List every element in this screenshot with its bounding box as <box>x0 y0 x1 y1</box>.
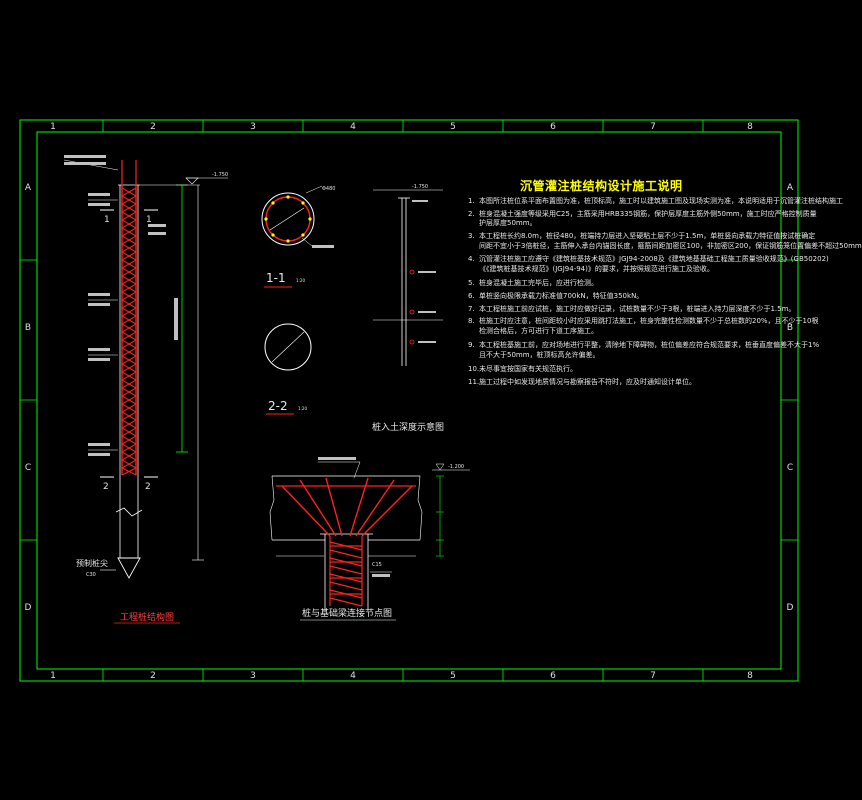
note-item: 1. 本图所注桩位系平面布置图为准，桩顶标高，施工时以建筑施工图及现场实测为准，本… <box>468 196 843 206</box>
row-label: B <box>25 323 31 333</box>
node-detail-caption: 桩与基础梁连接节点图 <box>302 607 392 619</box>
soil-diagram-caption: 桩入土深度示意图 <box>372 421 444 433</box>
row-label: A <box>787 183 794 193</box>
outer-frame <box>19 119 799 682</box>
pile-tip-concrete: C30 <box>86 572 96 578</box>
note-item: 2. 桩身混凝土强度等级采用C25，主筋采用HRB335钢筋，保护层厚度主筋外侧5… <box>468 209 817 219</box>
col-label: 4 <box>350 671 356 681</box>
section-1-scale: 1:20 <box>296 278 305 283</box>
section-mark-1-right: 1 <box>146 215 152 225</box>
note-item: 3. 本工程桩长约8.0m，桩径480，桩端持力层进入坚硬粘土层不少于1.5m，单… <box>468 231 815 241</box>
note-number: 8. <box>468 317 475 325</box>
note-number: 6. <box>468 292 475 300</box>
note-number: 9. <box>468 341 475 349</box>
note-text: 本工程桩施工前应试桩，施工时应做好记录，试桩数量不少于3根，桩端进入持力层深度不… <box>479 305 796 313</box>
section-1-1-drawing: Φ480 1-1 1:20 <box>261 185 335 288</box>
row-label: A <box>25 183 32 193</box>
note-item: 6. 单桩竖向极限承载力标准值700kN，特征值350kN。 <box>468 291 778 301</box>
note-item: 5. 桩身混凝土施工完毕后，应进行检测。 <box>468 278 778 288</box>
note-text: 间距不宜小于3倍桩径，主筋伸入承台内锚固长度，箍筋间距加密区100，非加密区20… <box>479 242 862 250</box>
drawing-sheet: 1 2 3 4 5 6 7 8 1 2 3 4 5 6 7 8 A B C D … <box>19 119 799 682</box>
note-text: 本图所注桩位系平面布置图为准，桩顶标高，施工时以建筑施工图及现场实测为准，本说明… <box>479 197 843 205</box>
note-text: 桩身混凝土强度等级采用C25，主筋采用HRB335钢筋，保护层厚度主筋外侧50m… <box>479 210 817 218</box>
col-label: 6 <box>550 671 556 681</box>
note-number: 4. <box>468 255 475 263</box>
row-grid <box>20 259 798 541</box>
col-label: 5 <box>450 122 456 132</box>
col-label: 2 <box>150 122 156 132</box>
spiral-hoop <box>120 187 138 476</box>
note-number: 3. <box>468 232 475 240</box>
col-label: 8 <box>747 671 753 681</box>
inner-frame <box>36 131 782 670</box>
col-label: 1 <box>50 122 56 132</box>
note-text: 沉管灌注桩施工应遵守《建筑桩基技术规范》JGJ94-2008及《建筑地基基础工程… <box>479 255 829 263</box>
section-1-label: 1-1 <box>266 271 286 285</box>
note-item: 9. 本工程桩基施工前，应对场地进行平整，清除地下障碍物，桩位偏差应符合规范要求，… <box>468 340 819 350</box>
note-text: 本工程桩长约8.0m，桩径480，桩端持力层进入坚硬粘土层不少于1.5m，单桩竖… <box>479 232 816 240</box>
note-number: 10. <box>468 365 480 373</box>
pile-tip-icon <box>117 557 141 579</box>
note-item: 10.未尽事宜按国家有关规范执行。 <box>468 364 778 374</box>
note-item: 《《建筑桩基技术规范》(JGJ94-94)》的要求，并按照规范进行施工及验收。 <box>468 264 778 274</box>
row-label: D <box>787 603 794 613</box>
note-text: 施工过程中如发现地质情况与勘察报告不符时，应及时通知设计单位。 <box>479 378 696 386</box>
note-text: 《《建筑桩基技术规范》(JGJ94-94)》的要求，并按照规范进行施工及验收。 <box>479 265 714 273</box>
note-text: 未尽事宜按国家有关规范执行。 <box>479 365 577 373</box>
pile-top-elevation: -1.750 <box>212 172 228 178</box>
col-label: 6 <box>550 122 556 132</box>
note-text: 护层厚度50mm。 <box>479 219 537 227</box>
note-number: 11. <box>468 378 480 386</box>
col-label: 2 <box>150 671 156 681</box>
col-label: 7 <box>650 122 656 132</box>
col-label: 3 <box>250 671 256 681</box>
note-item: 4. 沉管灌注桩施工应遵守《建筑桩基技术规范》JGJ94-2008及《建筑地基基础… <box>468 254 829 264</box>
column-grid <box>102 120 704 681</box>
soil-top-elevation: -1.750 <box>412 184 428 190</box>
col-label: 7 <box>650 671 656 681</box>
note-item: 7. 本工程桩施工前应试桩，施工时应做好记录，试桩数量不少于3根，桩端进入持力层深… <box>468 304 795 314</box>
row-label: B <box>787 323 793 333</box>
pile-tip-label: 预制桩尖 <box>76 558 108 568</box>
note-text: 且不大于50mm，桩顶标高允许偏差。 <box>479 351 600 359</box>
row-label: C <box>787 463 793 473</box>
note-number: 1. <box>468 197 475 205</box>
note-item: 8. 桩施工时应注意，桩间距较小时应采用跳打法施工，桩身完整性检测数量不少于总桩数… <box>468 316 818 326</box>
pile-structure-caption: 工程桩结构图 <box>120 611 174 623</box>
note-item: 检测合格后，方可进行下道工序施工。 <box>468 326 778 336</box>
col-label: 3 <box>250 122 256 132</box>
section-mark-2-left: 2 <box>103 482 109 492</box>
col-label: 8 <box>747 122 753 132</box>
node-elevation: -1.200 <box>448 464 464 470</box>
section-mark-1-left: 1 <box>104 215 110 225</box>
section-2-scale: 1:20 <box>298 406 307 411</box>
note-text: 桩身混凝土施工完毕后，应进行检测。 <box>479 279 598 287</box>
note-item: 且不大于50mm，桩顶标高允许偏差。 <box>468 350 778 360</box>
note-text: 单桩竖向极限承载力标准值700kN，特征值350kN。 <box>479 292 644 300</box>
note-item: 间距不宜小于3倍桩径，主筋伸入承台内锚固长度，箍筋间距加密区100，非加密区20… <box>468 241 862 251</box>
note-number: 5. <box>468 279 475 287</box>
row-label: C <box>25 463 31 473</box>
note-text: 检测合格后，方可进行下道工序施工。 <box>479 327 598 335</box>
note-number: 2. <box>468 210 475 218</box>
notes-title: 沉管灌注桩结构设计施工说明 <box>520 179 683 193</box>
col-label: 4 <box>350 122 356 132</box>
pile-beam-node-detail: C15 -1.200 桩与基础梁连接节点图 <box>269 457 470 621</box>
note-text: 桩施工时应注意，桩间距较小时应采用跳打法施工，桩身完整性检测数量不少于总桩数的2… <box>479 317 819 325</box>
note-item: 护层厚度50mm。 <box>468 218 778 228</box>
section-2-2-drawing: 2-2 1:20 <box>264 323 312 415</box>
section-1-diameter: Φ480 <box>322 186 335 192</box>
pile-structure-drawing: -1.750 1 1 2 2 预制桩尖 C30 工程桩结构图 <box>63 155 228 624</box>
section-mark-2-right: 2 <box>145 482 151 492</box>
row-label: D <box>25 603 32 613</box>
soil-depth-diagram: -1.750 桩入土深度示意图 <box>372 184 444 433</box>
col-label: 1 <box>50 671 56 681</box>
col-label: 5 <box>450 671 456 681</box>
section-2-label: 2-2 <box>268 399 288 413</box>
node-concrete-label: C15 <box>372 562 382 568</box>
note-number: 7. <box>468 305 475 313</box>
note-item: 11.施工过程中如发现地质情况与勘察报告不符时，应及时通知设计单位。 <box>468 377 778 387</box>
note-text: 本工程桩基施工前，应对场地进行平整，清除地下障碍物，桩位偏差应符合规范要求，桩垂… <box>479 341 820 349</box>
